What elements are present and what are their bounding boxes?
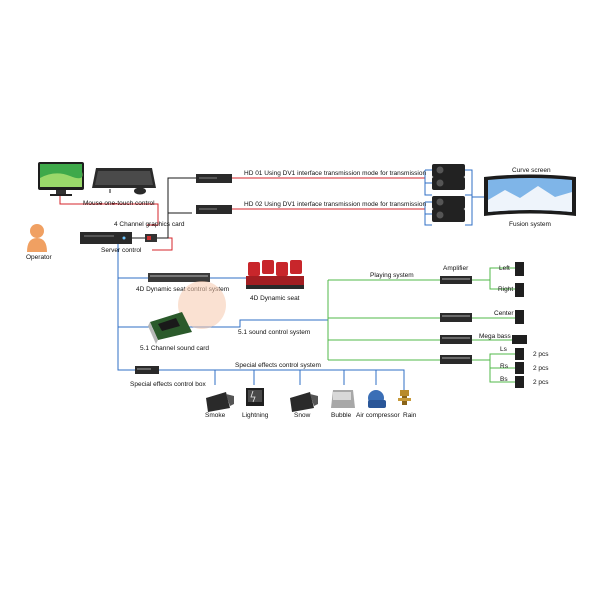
amplifier-label: Amplifier: [443, 265, 469, 272]
green-audio-connections: [327, 267, 515, 383]
hd01-label: HD 01 Using DV1 interface transmission m…: [244, 170, 426, 177]
sound-card-icon: [148, 312, 192, 344]
curve-screen-icon: [484, 174, 576, 216]
projector-4-icon: [432, 209, 465, 222]
monitor-icon: [38, 162, 84, 196]
hd02-label: HD 02 Using DV1 interface transmission m…: [244, 201, 426, 208]
effects-control-box-icon: [135, 366, 159, 374]
speaker-right-label: Right: [498, 286, 513, 293]
mouse-control-label: Mouse one-touch control: [83, 200, 155, 207]
sound-control-label: 5.1 sound control system: [238, 329, 310, 336]
operator-icon: [27, 224, 47, 252]
dynamic-seat-icon: [246, 260, 304, 289]
snow-label: Snow: [294, 412, 311, 419]
blue-projector-connections: [424, 169, 484, 226]
speaker-rs-qty: 2 pcs: [533, 365, 549, 372]
air-compressor-label: Air compressor: [356, 412, 401, 419]
lightning-icon: [246, 388, 264, 406]
mega-bass-label: Mega bass: [479, 333, 512, 340]
mouse-icon: [134, 187, 146, 195]
bubble-label: Bubble: [331, 412, 352, 419]
smoke-machine-icon: [206, 392, 234, 412]
operator-label: Operator: [26, 254, 52, 261]
speaker-center-icon: [515, 310, 524, 324]
server-control-label: Server control: [101, 247, 142, 254]
dynamic-seat-label: 4D Dynamic seat: [250, 295, 300, 302]
lightning-label: Lightning: [242, 412, 269, 419]
projector-2-icon: [432, 177, 465, 190]
speaker-left-label: Left: [499, 265, 510, 272]
speaker-ls-icon: [515, 348, 524, 360]
amplifier-3-icon: [440, 335, 472, 344]
speaker-ls-qty: 2 pcs: [533, 351, 549, 358]
speaker-rs-label: Rs: [500, 363, 509, 370]
effects-box-label: Special effects control box: [130, 381, 207, 388]
speaker-center-label: Center: [494, 310, 514, 317]
rain-label: Rain: [403, 412, 417, 419]
speaker-ls-label: Ls: [500, 346, 508, 353]
speaker-left-icon: [515, 262, 524, 276]
curve-screen-label: Curve screen: [512, 167, 551, 174]
amplifier-2-icon: [440, 313, 472, 322]
speaker-rs-icon: [515, 362, 524, 374]
snow-machine-icon: [290, 392, 318, 412]
amplifier-4-icon: [440, 355, 472, 364]
glow-decoration: [178, 281, 226, 329]
air-compressor-icon: [368, 390, 386, 408]
speaker-bs-label: Bs: [500, 376, 508, 383]
sound-card-label: 5.1 Channel sound card: [140, 345, 209, 352]
mega-bass-icon: [512, 335, 527, 344]
server-icon: [80, 232, 132, 244]
projector-3-icon: [432, 196, 465, 209]
seat-control-label: 4D Dynamic seat control system: [136, 286, 229, 293]
video-processor-1-icon: [196, 174, 232, 183]
effects-control-label: Special effects control system: [235, 362, 321, 369]
speaker-bs-qty: 2 pcs: [533, 379, 549, 386]
speaker-right-icon: [515, 283, 524, 297]
bubble-machine-icon: [331, 390, 355, 408]
seat-control-box-icon: [148, 273, 210, 282]
playing-system-label: Playing system: [370, 272, 414, 279]
amplifier-1-icon: [440, 276, 472, 284]
speaker-bs-icon: [515, 376, 524, 388]
keyboard-icon: [92, 168, 156, 188]
fusion-system-label: Fusion system: [509, 221, 551, 228]
rain-valve-icon: [398, 390, 411, 405]
video-processor-2-icon: [196, 205, 232, 214]
graphics-card-label: 4 Channel graphics card: [114, 221, 185, 228]
projector-1-icon: [432, 164, 465, 177]
graphics-card-icon: [145, 234, 157, 242]
smoke-label: Smoke: [205, 412, 226, 419]
